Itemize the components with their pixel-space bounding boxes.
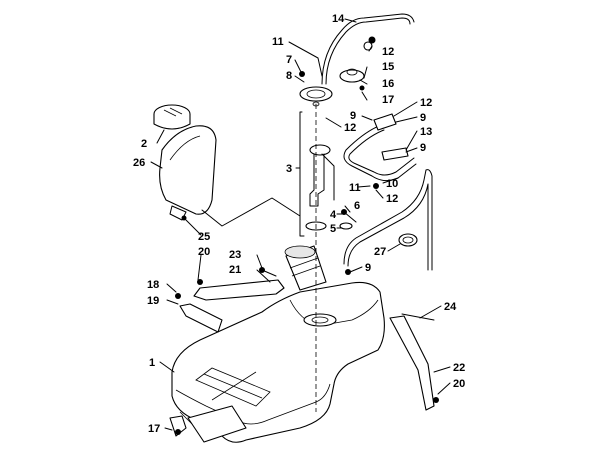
- callout-20: 20: [453, 378, 465, 390]
- callout-9: 9: [350, 110, 356, 122]
- vent-hose: [321, 13, 415, 85]
- callout-9: 9: [420, 112, 426, 124]
- callout-18: 18: [147, 279, 159, 291]
- shroud: [159, 125, 217, 215]
- callout-9: 9: [365, 262, 371, 274]
- callout-13: 13: [420, 126, 432, 138]
- strap-lower: [179, 303, 223, 333]
- callout-11: 11: [349, 182, 361, 194]
- bracket-right: [389, 315, 435, 411]
- callout-17: 17: [382, 94, 394, 106]
- callout-26: 26: [133, 157, 145, 169]
- fuel-pump-assembly: [299, 86, 335, 231]
- callout-labels: 14 11 12 7 15 8 16 17 9 12 12 9 13 2 9 3…: [133, 13, 465, 435]
- callout-24: 24: [444, 301, 457, 313]
- callout-6: 6: [354, 200, 360, 212]
- callout-11: 11: [272, 36, 284, 48]
- callout-19: 19: [147, 295, 159, 307]
- callout-23: 23: [229, 249, 241, 261]
- callout-3: 3: [286, 163, 292, 175]
- callout-7: 7: [286, 54, 292, 66]
- callout-16: 16: [382, 78, 394, 90]
- fuel-hose: [343, 123, 417, 182]
- check-valve: [339, 36, 376, 91]
- callout-17: 17: [148, 423, 160, 435]
- callout-10: 10: [386, 178, 398, 190]
- callout-8: 8: [286, 70, 292, 82]
- shroud-clip: [169, 205, 187, 221]
- callout-27: 27: [374, 246, 386, 258]
- fuel-cap: [153, 104, 191, 130]
- callout-2: 2: [141, 138, 147, 150]
- callout-12: 12: [420, 97, 432, 109]
- callout-12: 12: [344, 122, 356, 134]
- callout-25: 25: [198, 231, 210, 243]
- callout-15: 15: [382, 61, 394, 73]
- callout-22: 22: [453, 362, 465, 374]
- leader-lines: [150, 18, 451, 431]
- callout-21: 21: [229, 264, 241, 276]
- callout-1: 1: [149, 357, 155, 369]
- callout-12: 12: [386, 193, 398, 205]
- return-hose: [343, 169, 433, 271]
- callout-5: 5: [330, 223, 336, 235]
- callout-4: 4: [330, 209, 337, 221]
- callout-20: 20: [198, 246, 210, 258]
- fuel-tank: [171, 245, 385, 443]
- callout-9: 9: [420, 142, 426, 154]
- strap-upper: [193, 279, 285, 301]
- callout-14: 14: [332, 13, 345, 25]
- callout-12: 12: [382, 46, 394, 58]
